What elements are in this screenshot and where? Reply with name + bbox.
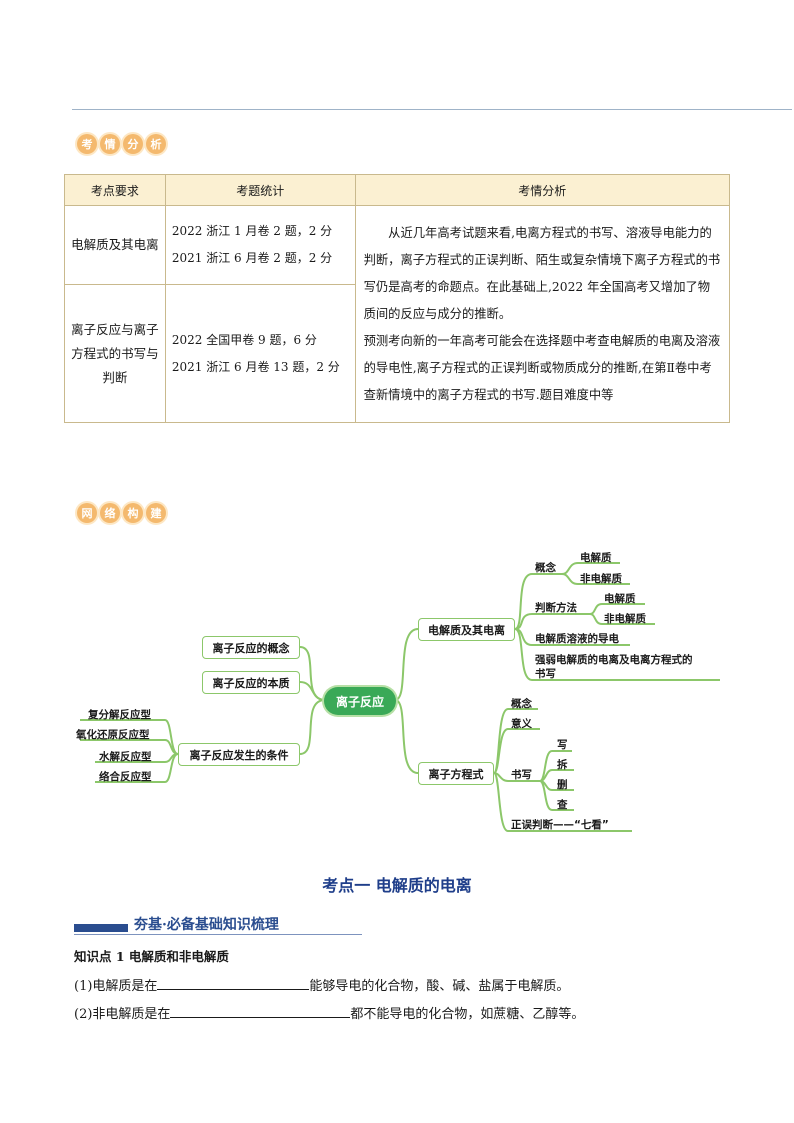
leaf-delete: 删 (557, 779, 568, 791)
requirement-cell: 电解质及其电离 (64, 205, 166, 285)
header-statistics: 考题统计 (164, 174, 356, 206)
knowledge-point-title: 知识点 1 电解质和非电解质 (74, 949, 229, 964)
table-row: 电解质及其电离 2022 浙江 1 月卷 2 题，2 分 2021 浙江 6 月… (64, 205, 731, 423)
exam-analysis-table: 考点要求 考题统计 考情分析 电解质及其电离 2022 浙江 1 月卷 2 题，… (64, 174, 731, 423)
heading-char: 析 (146, 134, 166, 154)
leaf-eq-concept: 概念 (511, 698, 532, 710)
heading-char: 网 (77, 503, 97, 523)
leaf-check: 查 (557, 799, 568, 811)
leaf-solution-conduct: 电解质溶液的导电 (535, 633, 619, 645)
banner-title: 夯基·必备基础知识梳理 (134, 917, 279, 933)
fill-line-suffix: 能够导电的化合物，酸、碱、盐属于电解质。 (309, 979, 570, 994)
leaf-nonelectrolyte: 非电解质 (580, 573, 622, 585)
table-row: 离子反应与离子方程式的书写与判断 2022 全国甲卷 9 题，6 分 2021 … (64, 284, 730, 423)
heading-char: 情 (100, 134, 120, 154)
leaf-write: 写 (557, 739, 568, 751)
heading-char: 考 (77, 134, 97, 154)
leaf-hydrolysis: 水解反应型 (99, 751, 152, 763)
node-ion-reaction-essence: 离子反应的本质 (202, 671, 300, 694)
leaf-eq-meaning: 意义 (511, 718, 532, 730)
requirement-cell: 离子反应与离子方程式的书写与判断 (64, 284, 166, 423)
node-reaction-conditions: 离子反应发生的条件 (178, 743, 300, 766)
leaf-judge-method: 判断方法 (535, 602, 577, 614)
analysis-paragraph: 从近几年高考试题来看,电离方程式的书写、溶液导电能力的判断，离子方程式的正误判断… (363, 225, 721, 321)
leaf-nonelectrolyte: 非电解质 (604, 613, 646, 625)
leaf-strong-weak-2: 书写 (535, 668, 556, 680)
leaf-complexation: 络合反应型 (99, 771, 152, 783)
node-ion-reaction-concept: 离子反应的概念 (202, 636, 300, 659)
fill-line-prefix: (1)电解质是在 (74, 979, 158, 994)
statistics-cell: 2022 浙江 1 月卷 2 题，2 分 2021 浙江 6 月卷 2 题，2 … (164, 205, 356, 285)
leaf-electrolyte: 电解质 (604, 593, 636, 605)
analysis-paragraph: 预测考向新的一年高考可能会在选择题中考查电解质的电离及溶液的导电性,离子方程式的… (363, 333, 721, 402)
stat-line: 2022 浙江 1 月卷 2 题，2 分 (171, 224, 333, 238)
subsection-banner: 夯基·必备基础知识梳理 (74, 912, 362, 936)
network-heading: 网 络 构 建 (77, 503, 166, 523)
heading-char: 建 (146, 503, 166, 523)
leaf-electrolyte: 电解质 (580, 552, 612, 564)
fill-line-1: (1)电解质是在 能够导电的化合物，酸、碱、盐属于电解质。 (74, 975, 569, 994)
fill-line-suffix: 都不能导电的化合物，如蔗糖、乙醇等。 (350, 1007, 585, 1022)
exam-analysis-heading: 考 情 分 析 (77, 134, 166, 154)
leaf-split: 拆 (557, 759, 568, 771)
leaf-strong-weak-1: 强弱电解质的电离及电离方程式的 (535, 654, 693, 666)
leaf-redox: 氧化还原反应型 (76, 729, 150, 741)
leaf-concept: 概念 (535, 562, 556, 574)
stat-line: 2022 全国甲卷 9 题，6 分 (171, 332, 317, 347)
node-electrolyte-ionization: 电解质及其电离 (418, 618, 515, 641)
analysis-cell: 从近几年高考试题来看,电离方程式的书写、溶液导电能力的判断，离子方程式的正误判断… (354, 205, 731, 423)
header-requirement: 考点要求 (64, 174, 166, 206)
fill-line-prefix: (2)非电解质是在 (74, 1007, 171, 1022)
stat-line: 2021 浙江 6 月卷 13 题，2 分 (171, 359, 340, 374)
leaf-eq-write: 书写 (511, 769, 532, 781)
fill-line-2: (2)非电解质是在 都不能导电的化合物，如蔗糖、乙醇等。 (74, 1003, 584, 1022)
banner-bar (74, 924, 128, 932)
leaf-double-decomposition: 复分解反应型 (88, 709, 151, 721)
heading-char: 构 (123, 503, 143, 523)
leaf-judge: 正误判断——“七看” (511, 819, 609, 831)
mindmap-center: 离子反应 (324, 687, 396, 715)
statistics-cell: 2022 全国甲卷 9 题，6 分 2021 浙江 6 月卷 13 题，2 分 (164, 284, 356, 423)
stat-line: 2021 浙江 6 月卷 2 题，2 分 (171, 251, 333, 265)
banner-underline (74, 934, 362, 935)
section-title: 考点一 电解质的电离 (322, 876, 472, 895)
answer-blank[interactable] (170, 1003, 351, 1018)
table-header-row: 考点要求 考题统计 考情分析 (64, 174, 731, 206)
heading-char: 络 (100, 503, 120, 523)
answer-blank[interactable] (157, 975, 310, 990)
node-ionic-equation: 离子方程式 (418, 762, 494, 785)
heading-char: 分 (123, 134, 143, 154)
header-rule (72, 109, 792, 110)
